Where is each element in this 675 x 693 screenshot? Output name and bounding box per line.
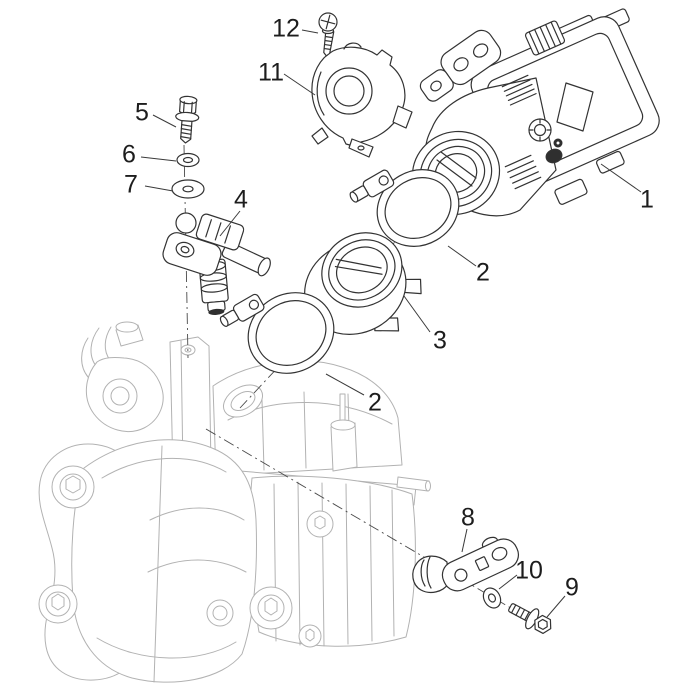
callout-7: 7 — [124, 170, 138, 199]
callout-4: 4 — [234, 185, 248, 214]
bracket-axis-line — [205, 428, 539, 625]
callout-11: 11 — [258, 58, 284, 87]
callout-2-lower: 2 — [368, 388, 382, 417]
callout-8: 8 — [461, 503, 475, 532]
screw-drawing — [318, 12, 338, 57]
bolt-upper-drawing — [175, 95, 200, 144]
callout-5: 5 — [135, 98, 149, 127]
callout-10: 10 — [515, 556, 543, 585]
callout-9: 9 — [565, 573, 579, 602]
callout-2-upper: 2 — [476, 258, 490, 287]
callout-1: 1 — [640, 185, 654, 214]
washer-large-drawing — [171, 179, 205, 199]
cover-drawing — [311, 42, 413, 158]
bracket-drawing — [412, 536, 520, 594]
callout-12: 12 — [272, 14, 300, 43]
hose-clamp-lower-drawing — [219, 292, 335, 374]
union-pipe-drawing — [304, 232, 422, 335]
hose-clamp-upper-drawing — [349, 169, 460, 247]
callout-3: 3 — [433, 326, 447, 355]
id-label-patch — [556, 82, 594, 132]
injector-drawing — [162, 212, 271, 315]
bolt-lower-drawing — [508, 603, 552, 635]
callout-6: 6 — [122, 140, 136, 169]
washer-lower-drawing — [482, 587, 502, 609]
callout-leader-lines — [140, 29, 642, 618]
engine-crankcase-drawing — [38, 321, 431, 683]
washer-small-drawing — [176, 152, 200, 168]
